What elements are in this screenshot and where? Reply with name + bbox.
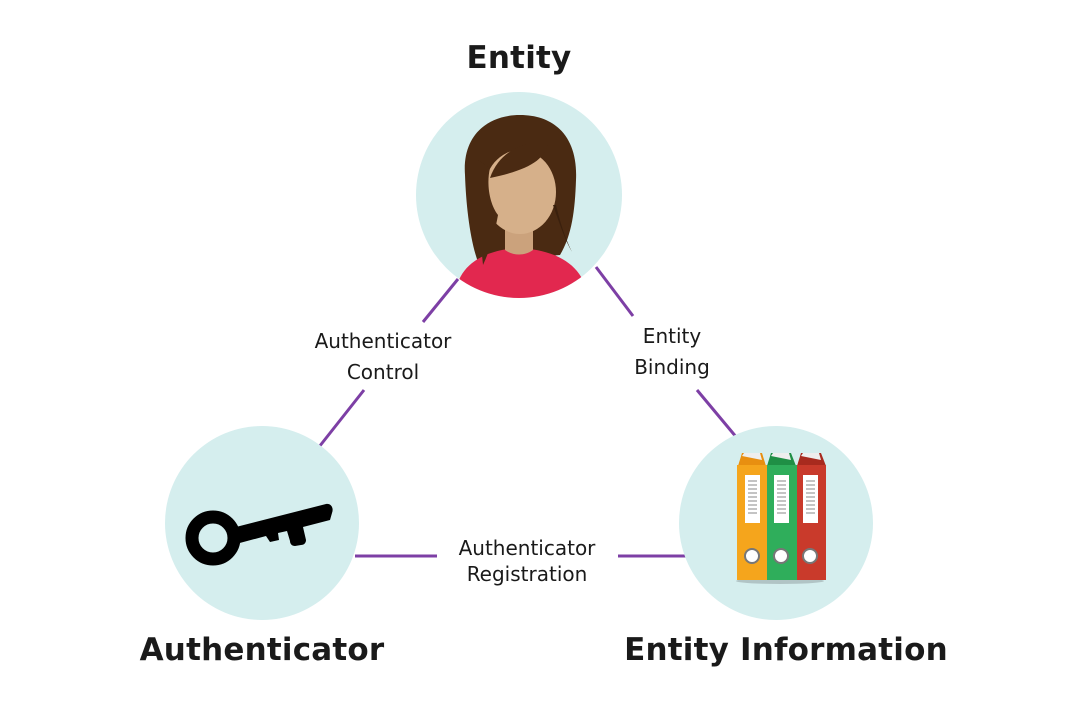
authenticator-node xyxy=(165,426,359,620)
edge-authenticator-control-line-lower xyxy=(317,389,366,448)
edge-label-line: Authenticator xyxy=(458,536,596,560)
edge-label-line: Binding xyxy=(634,355,710,379)
edge-entity-binding-line-upper xyxy=(594,266,635,317)
edge-label-line: Entity xyxy=(642,324,702,348)
entity-node xyxy=(416,92,622,298)
edge-label-line: Authenticator xyxy=(314,329,452,353)
edge-label-authenticator-control: Authenticator Control xyxy=(314,326,452,388)
edge-label-line: Control xyxy=(346,360,420,384)
edge-authenticator-control-line-upper xyxy=(421,278,460,323)
edge-label-line: Registration xyxy=(466,562,588,586)
authenticator-title: Authenticator xyxy=(139,632,385,668)
entity-information-title: Entity Information xyxy=(624,632,948,668)
binders-icon xyxy=(736,453,826,584)
edge-label-authenticator-registration: Authenticator Registration xyxy=(458,535,596,587)
edge-entity-binding-line-lower xyxy=(695,389,739,439)
entity-information-node xyxy=(679,426,873,620)
edge-label-entity-binding: Entity Binding xyxy=(634,321,710,383)
entity-title: Entity xyxy=(466,40,572,76)
person-icon xyxy=(455,115,588,298)
key-icon xyxy=(185,503,333,566)
